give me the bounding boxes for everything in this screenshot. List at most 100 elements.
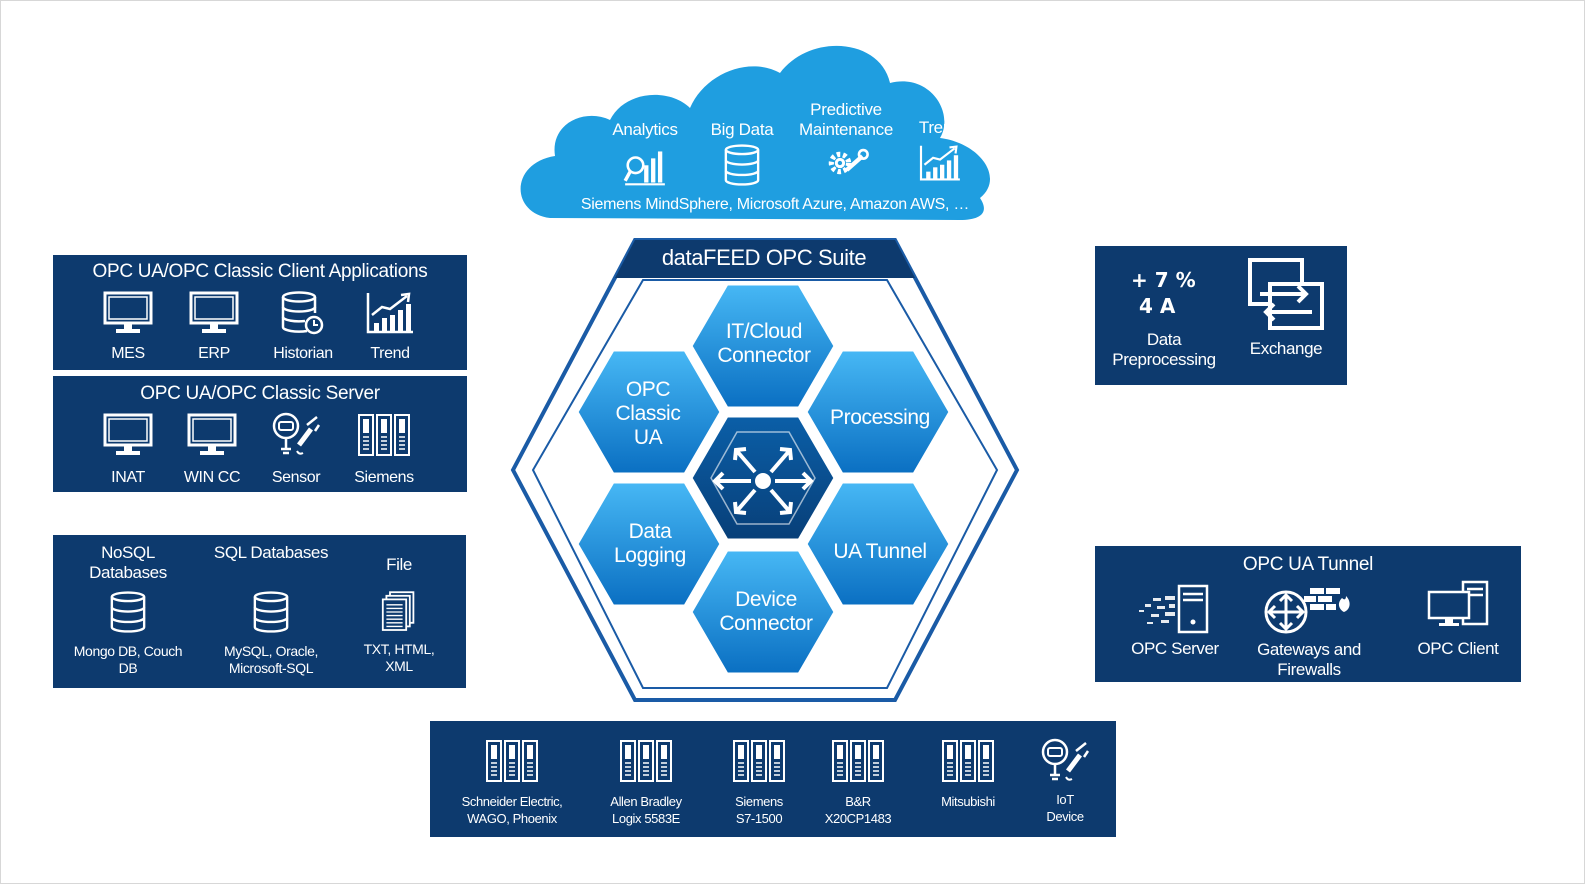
db-detail: Mongo DB, Couch DB <box>73 643 183 676</box>
item-label: OPC Client <box>1417 639 1499 658</box>
client-app-mes: MES <box>93 291 163 363</box>
device-siemens: Siemens S7-1500 <box>718 739 800 827</box>
device-iot: IoT Device <box>1030 737 1100 825</box>
db-file: File TXT, HTML, XML <box>353 555 445 675</box>
opc-ua-tunnel-box: OPC UA Tunnel OPC Server Gateways and Fi… <box>1095 546 1521 682</box>
monitor-icon <box>187 413 237 457</box>
device-allen-bradley: Allen Bradley Logix 5583E <box>596 739 696 827</box>
device-schneider: Schneider Electric, WAGO, Phoenix <box>444 739 580 827</box>
cloud-item-label: Trend <box>918 118 962 137</box>
tunnel-opc-server: OPC Server <box>1125 584 1225 658</box>
plc-icon <box>485 739 539 783</box>
device-line2: Device <box>1046 809 1084 824</box>
database-icon <box>252 591 290 633</box>
db-detail: TXT, HTML, XML <box>363 641 435 674</box>
box-title: OPC UA/OPC Classic Client Applications <box>92 261 428 282</box>
gateway-firewall-icon <box>1264 584 1354 634</box>
plc-icon <box>941 739 995 783</box>
cloud-item-predictive-maintenance: Predictive Maintenance <box>790 100 902 182</box>
sensor-icon <box>1040 737 1090 785</box>
gear-wrench-icon <box>821 144 871 182</box>
item-label: OPC Server <box>1131 639 1219 658</box>
device-line1: Schneider Electric, <box>461 794 563 809</box>
module-ua-tunnel: UA Tunnel <box>833 540 927 563</box>
server-inat: INAT <box>93 413 163 487</box>
math-symbol-plus: + 7 % <box>1131 268 1196 292</box>
device-br: B&R X20CP1483 <box>814 739 902 827</box>
db-nosql: NoSQL Databases Mongo DB, Couch DB <box>73 543 183 677</box>
device-line1: Mitsubishi <box>941 794 995 809</box>
monitor-icon <box>103 413 153 457</box>
client-app-erp: ERP <box>179 291 249 363</box>
suite-hexagon <box>510 238 1020 702</box>
device-line2: X20CP1483 <box>824 811 892 826</box>
database-icon <box>723 144 761 186</box>
server-siemens: Siemens <box>349 413 419 487</box>
plc-icon <box>831 739 885 783</box>
cloud-platforms: Siemens MindSphere, Microsoft Azure, Ama… <box>580 196 970 213</box>
item-label: Historian <box>273 345 333 362</box>
item-label: Gateways and Firewalls <box>1257 640 1361 679</box>
cloud-shape <box>520 45 991 221</box>
device-mitsubishi: Mitsubishi <box>924 739 1012 810</box>
client-app-trend: Trend <box>355 291 425 363</box>
item-label: Sensor <box>271 469 321 486</box>
monitor-icon <box>189 291 239 335</box>
item-label: Siemens <box>354 469 414 486</box>
data-preprocessing: + 7 % 4 A Data Preprocessing <box>1105 266 1223 370</box>
math-symbol-amp: 4 A <box>1139 294 1176 318</box>
item-label: Trend <box>370 345 410 362</box>
item-label: Exchange <box>1249 339 1323 358</box>
trend-chart-icon <box>917 144 963 182</box>
device-line2: S7-1500 <box>735 811 783 826</box>
databases-box: NoSQL Databases Mongo DB, Couch DB SQL D… <box>53 535 466 688</box>
plc-icon <box>619 739 673 783</box>
item-label: ERP <box>198 345 230 362</box>
db-heading: File <box>386 555 412 574</box>
server-sensor: Sensor <box>261 411 331 487</box>
database-clock-icon <box>280 291 326 335</box>
cloud-item-big-data: Big Data <box>700 120 784 186</box>
client-applications-box: OPC UA/OPC Classic Client Applications M… <box>53 255 467 370</box>
device-line2: WAGO, Phoenix <box>467 811 557 826</box>
classic-server-box: OPC UA/OPC Classic Server INAT WIN CC Se… <box>53 376 467 492</box>
db-heading: SQL Databases <box>213 543 329 562</box>
module-it-cloud-connector: IT/Cloud Connector <box>717 320 811 367</box>
devices-box: Schneider Electric, WAGO, Phoenix Allen … <box>430 721 1116 837</box>
device-line1: Allen Bradley <box>610 794 682 809</box>
db-detail: MySQL, Oracle, Microsoft-SQL <box>224 643 318 676</box>
device-line1: IoT <box>1056 792 1074 807</box>
trend-chart-icon <box>365 291 415 335</box>
db-heading: NoSQL Databases <box>89 543 167 582</box>
client-app-historian: Historian <box>261 291 345 363</box>
box-title: OPC UA/OPC Classic Server <box>140 383 380 404</box>
module-device-connector: Device Connector <box>719 588 813 635</box>
cloud-item-label: Predictive Maintenance <box>798 100 894 139</box>
device-line1: B&R <box>845 794 871 809</box>
module-opc-classic-ua: OPC Classic UA <box>615 378 681 449</box>
item-label: INAT <box>111 469 145 486</box>
module-data-logging: Data Logging <box>614 520 686 567</box>
arrows-hub-icon <box>712 447 814 515</box>
database-icon <box>109 591 147 633</box>
device-line1: Siemens <box>735 794 783 809</box>
monitor-icon <box>103 291 153 335</box>
client-computer-icon <box>1425 580 1491 630</box>
db-sql: SQL Databases MySQL, Oracle, Microsoft-S… <box>211 543 331 677</box>
server-wincc: WIN CC <box>177 413 247 487</box>
cloud-item-label: Analytics <box>612 120 678 139</box>
tunnel-opc-client: OPC Client <box>1405 580 1511 658</box>
sensor-icon <box>271 411 321 459</box>
exchange-arrows-icon <box>1246 256 1326 332</box>
suite-title: dataFEED OPC Suite <box>661 245 867 270</box>
cloud-item-label: Big Data <box>710 120 774 139</box>
analytics-icon <box>623 148 667 186</box>
cloud-item-analytics: Analytics <box>600 120 690 186</box>
tunnel-gateways-firewalls: Gateways and Firewalls <box>1247 584 1371 680</box>
item-label: MES <box>111 345 145 362</box>
math-symbols-icon: + 7 % 4 A <box>1105 266 1223 322</box>
plc-icon <box>732 739 786 783</box>
server-icon <box>1135 584 1215 634</box>
box-title: OPC UA Tunnel <box>1242 554 1374 575</box>
module-processing: Processing <box>830 406 930 429</box>
